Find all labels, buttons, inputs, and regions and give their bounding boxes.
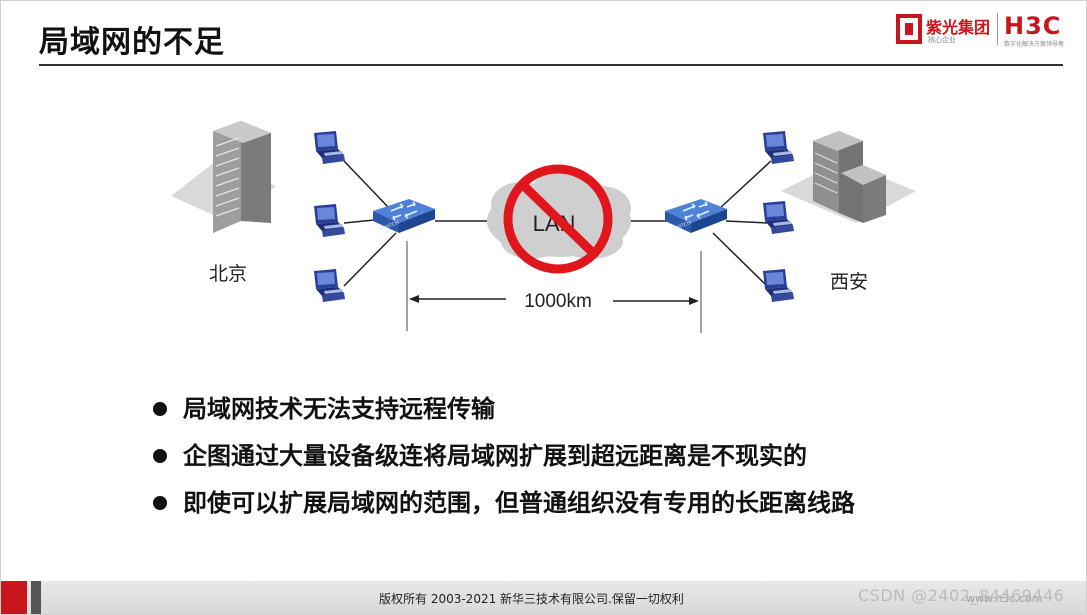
right-links <box>629 160 772 287</box>
footer-accent <box>1 581 27 614</box>
xian-building-icon <box>781 131 916 223</box>
unis-name: 紫光集团 <box>926 18 991 37</box>
title-underline <box>39 64 1063 66</box>
beijing-building-icon <box>171 121 276 233</box>
footer-accent-dark <box>31 581 41 614</box>
h3c-name: H3C <box>1004 12 1062 40</box>
pc-icon <box>763 269 794 302</box>
list-item: 局域网技术无法支持远程传输 <box>151 389 855 436</box>
bullet-list: 局域网技术无法支持远程传输 企图通过大量设备级连将局域网扩展到超远距离是不现实的… <box>151 389 855 530</box>
bullet-text: 即使可以扩展局域网的范围，但普通组织没有专用的长距离线路 <box>183 489 855 517</box>
pc-icon <box>314 269 345 302</box>
left-links <box>343 160 489 287</box>
slide-title: 局域网的不足 <box>39 25 225 60</box>
h3c-subtitle: 数字化解决方案领导者 <box>1004 41 1065 48</box>
pc-icon <box>763 201 794 234</box>
pc-icon <box>314 131 345 164</box>
bullet-text: 企图通过大量设备级连将局域网扩展到超远距离是不现实的 <box>183 442 807 470</box>
bullet-dot-icon <box>153 402 167 416</box>
distance-label: 1000km <box>524 291 592 312</box>
unis-logo-icon <box>896 14 922 44</box>
pc-icon <box>763 131 794 164</box>
copyright-text: 版权所有 2003-2021 新华三技术有限公司.保留一切权利 <box>379 592 684 606</box>
logo-separator <box>997 13 998 45</box>
bullet-dot-icon <box>153 496 167 510</box>
beijing-label: 北京 <box>209 263 248 285</box>
network-diagram: LAN SWITCH SWITCH 1 <box>171 121 916 333</box>
distance-marker <box>406 241 702 333</box>
unis-subtitle: 核心企业 <box>928 36 956 44</box>
bullet-dot-icon <box>153 449 167 463</box>
xian-label: 西安 <box>830 271 869 293</box>
list-item: 即使可以扩展局域网的范围，但普通组织没有专用的长距离线路 <box>151 483 855 530</box>
pc-icon <box>314 204 345 237</box>
slide-footer: 版权所有 2003-2021 新华三技术有限公司.保留一切权利 www.h3c.… <box>1 581 1086 614</box>
csdn-watermark: CSDN @2402_84469446 <box>858 586 1065 605</box>
prohibit-icon <box>503 164 613 274</box>
list-item: 企图通过大量设备级连将局域网扩展到超远距离是不现实的 <box>151 436 855 483</box>
company-logo: 紫光集团 核心企业 H3C 数字化解决方案领导者 <box>896 11 1076 49</box>
bullet-text: 局域网技术无法支持远程传输 <box>183 395 495 423</box>
site-url: www.h3c.com <box>966 592 1043 605</box>
